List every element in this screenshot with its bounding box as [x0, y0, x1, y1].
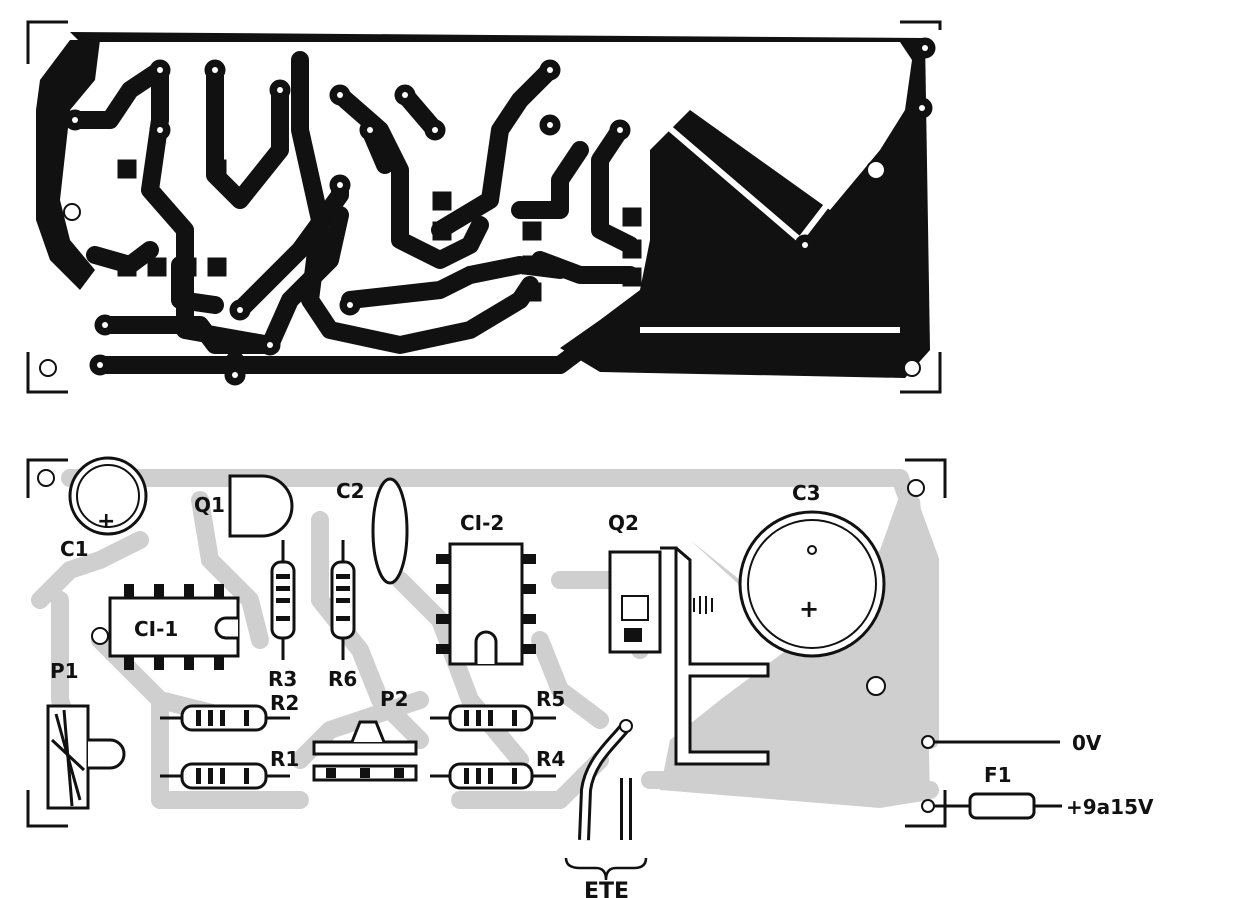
resistor-r6: R6 — [328, 540, 357, 691]
mounting-holes-bottom — [37, 469, 925, 696]
c3-polarity-mark: + — [799, 595, 819, 623]
transistor-q1: Q1 — [194, 474, 294, 538]
ete-label: ETE — [584, 879, 629, 898]
resistor-r2: R2 — [160, 691, 299, 732]
connection-0v: 0V — [921, 731, 1102, 755]
q2-label: Q2 — [608, 511, 639, 535]
corner-marks-top — [26, 20, 942, 394]
resistor-r5: R5 — [430, 687, 565, 732]
mounting-holes-top — [39, 160, 921, 377]
c3-label: C3 — [792, 481, 821, 505]
copper-side-view — [26, 20, 942, 394]
copper-pour — [36, 32, 930, 378]
sensor-ete: ETE — [564, 719, 648, 898]
r4-label: R4 — [536, 747, 565, 771]
capacitor-c1: + C1 — [60, 456, 148, 561]
p1-label: P1 — [50, 659, 79, 683]
ic-ci1: CI-1 — [108, 584, 240, 670]
r3-label: R3 — [268, 667, 297, 691]
r5-label: R5 — [536, 687, 565, 711]
copper-traces — [66, 51, 639, 384]
ic-ci2: CI-2 — [436, 511, 536, 666]
c1-label: C1 — [60, 537, 89, 561]
trimmer-p1: P1 — [46, 659, 126, 810]
supply-label: +9a15V — [1066, 795, 1154, 819]
capacitor-c2: C2 — [336, 477, 409, 585]
c1-polarity-mark: + — [97, 509, 115, 534]
r1-label: R1 — [270, 747, 299, 771]
connection-supply: F1 +9a15V — [921, 763, 1154, 820]
resistor-r4: R4 — [430, 747, 565, 790]
c2-label: C2 — [336, 479, 365, 503]
ci1-label: CI-1 — [134, 617, 178, 641]
trimmer-p2: P2 — [312, 687, 418, 782]
resistor-r3: R3 — [268, 540, 297, 691]
copper-pads — [64, 37, 936, 386]
component-side-view: + C1 Q1 C2 CI- — [26, 456, 1154, 898]
resistor-r1: R1 — [160, 747, 299, 790]
r6-label: R6 — [328, 667, 357, 691]
ground-label: 0V — [1072, 731, 1102, 755]
p2-label: P2 — [380, 687, 409, 711]
q1-label: Q1 — [194, 493, 225, 517]
r2-label: R2 — [270, 691, 299, 715]
capacitor-c3: + C3 — [738, 481, 886, 658]
f1-label: F1 — [984, 763, 1012, 787]
ci2-label: CI-2 — [460, 511, 504, 535]
transistor-q2: Q2 — [608, 511, 770, 766]
corner-marks-bottom — [26, 458, 947, 828]
